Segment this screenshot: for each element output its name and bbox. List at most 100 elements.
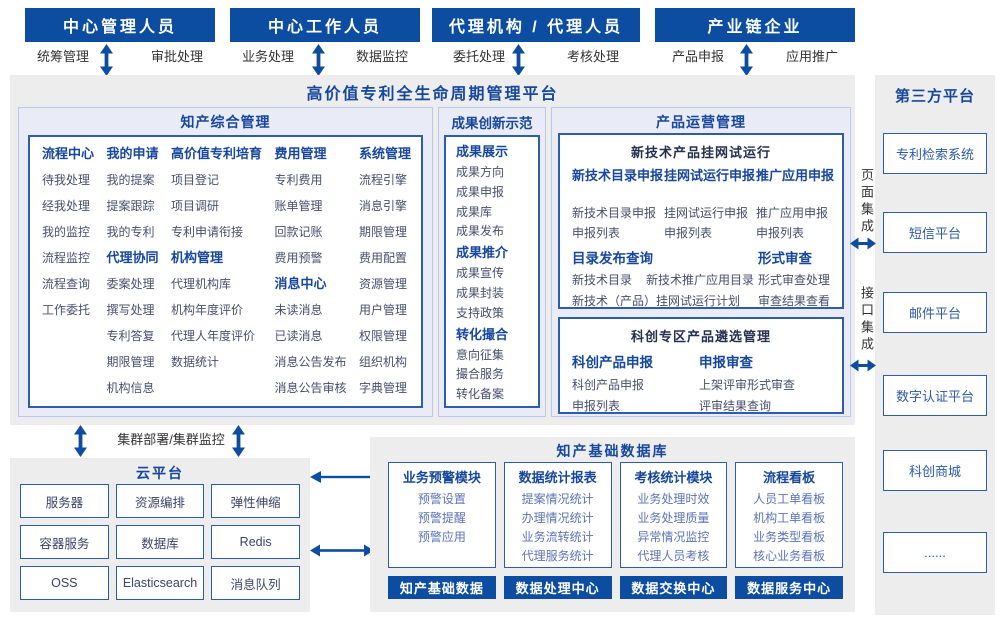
- horizontal-double-arrow-icon: [850, 237, 876, 250]
- role-sub-label: 审批处理: [151, 48, 204, 64]
- menu-item: 新技术目录申报: [572, 206, 657, 220]
- platform-panel: 高价值专利全生命周期管理平台 知产综合管理 流程中心 待我处理经我处理我的监控流…: [10, 75, 855, 425]
- ip-management-box: 流程中心 待我处理经我处理我的监控流程监控流程查询工作委托 我的申请 我的提案提…: [28, 135, 423, 408]
- po-column: 推广应用申报 推广应用申报申报列表: [756, 167, 852, 243]
- po-column: 挂网试运行申报 挂网试运行申报申报列表: [664, 167, 756, 243]
- panel-title: 云平台: [136, 465, 184, 481]
- group-header: 挂网试运行申报: [664, 168, 756, 183]
- menu-item: 流程引擎: [358, 173, 407, 187]
- vertical-double-arrow-icon: [74, 424, 87, 458]
- group-header: 消息中心: [274, 276, 327, 291]
- menu-item: 数据统计: [170, 355, 219, 369]
- group-header: 转化撮合: [456, 326, 509, 342]
- menu-item: 新技术（产品）挂网试运行计划: [572, 294, 741, 308]
- menu-item: 支持政策: [456, 305, 505, 320]
- menu-item: 机构信息: [106, 381, 155, 395]
- third-party-box: 科创商城: [883, 450, 987, 491]
- role-sub-label: 数据监控: [356, 48, 409, 64]
- menu-item: 预警设置: [417, 492, 466, 506]
- menu-item: 科创产品申报: [572, 378, 645, 392]
- ip-column: 系统管理 流程引擎消息引擎期限管理费用配置资源管理用户管理权限管理组织机构字典管…: [359, 141, 411, 406]
- box-title: 科创专区产品遴选管理: [630, 329, 771, 344]
- menu-item: 提案跟踪: [106, 199, 155, 213]
- menu-item: 成果库: [456, 204, 493, 219]
- catalog-query-group: 目录发布查询 新技术目录 新技术推广应用目录 新技术（产品）挂网试运行计划: [572, 247, 758, 312]
- menu-item: 费用预警: [274, 251, 323, 265]
- role-sub-label: 产品申报: [671, 48, 724, 64]
- menu-item: 消息引擎: [358, 199, 407, 213]
- menu-item: 流程监控: [42, 251, 91, 265]
- cloud-service-box: Elasticsearch: [115, 566, 205, 600]
- cloud-service-box: OSS: [20, 566, 109, 600]
- menu-item: 回款记账: [274, 225, 323, 239]
- role-bar: 中心管理人员: [25, 8, 215, 42]
- db-module: 流程看板 人员工单看板机构工单看板业务类型看板核心业务看板: [735, 462, 843, 568]
- menu-item: 审查结果查看: [757, 294, 830, 308]
- menu-item: 转化备案: [456, 387, 505, 402]
- menu-item: 委案处理: [106, 277, 155, 291]
- group-header: 数据统计报表: [518, 470, 597, 485]
- group-header: 业务预警模块: [402, 470, 481, 485]
- achievement-box: 成果展示 成果方向成果申报成果库成果发布 成果推介 成果宣传成果封装支持政策 转…: [444, 135, 540, 408]
- group-header: 形式审查: [757, 251, 812, 266]
- db-module: 数据统计报表 提案情况统计办理情况统计业务流转统计代理服务统计: [503, 462, 612, 568]
- ip-column: 高价值专利培育 项目登记项目调研专利申请衔接 机构管理 代理机构库机构年度评价代…: [171, 141, 262, 406]
- menu-item: 流程查询: [42, 277, 91, 291]
- trial-run-box: 新技术产品挂网试运行 新技术目录申报 新技术目录申报申报列表 挂网试运行申报 挂…: [558, 133, 844, 309]
- menu-item: 待我处理: [42, 173, 91, 187]
- group-header: 高价值专利培育: [170, 146, 262, 161]
- menu-item: 我的监控: [42, 225, 91, 239]
- ip-column: 流程中心 待我处理经我处理我的监控流程监控流程查询工作委托: [42, 141, 94, 406]
- cloud-service-box: 弹性伸缩: [211, 484, 300, 518]
- third-party-box: 短信平台: [883, 212, 987, 253]
- group-header: 申报审查: [699, 355, 753, 370]
- cloud-service-box: Redis: [211, 525, 300, 559]
- selection-box: 科创专区产品遴选管理 科创产品申报 科创产品申报申报列表 申报审查 上架评审形式…: [558, 317, 844, 414]
- menu-item: 预警提醒: [417, 511, 466, 525]
- menu-item: 撰写处理: [106, 303, 155, 317]
- role-sub-label: 委托处理: [452, 48, 505, 64]
- menu-item: 成果宣传: [456, 266, 505, 281]
- menu-item: 字典管理: [358, 381, 407, 395]
- data-center-bar: 知产基础数据: [388, 576, 496, 599]
- cloud-service-box: 资源编排: [115, 484, 205, 518]
- formal-review-group: 形式审查 形式审查处理审查结果查看: [758, 247, 830, 312]
- menu-item: 专利申请衔接: [170, 225, 243, 239]
- cloud-service-box: 消息队列: [211, 566, 300, 600]
- menu-item: 项目登记: [170, 173, 219, 187]
- third-party-box: 邮件平台: [883, 292, 987, 333]
- role-bar: 产业链企业: [655, 8, 855, 42]
- group-header: 科创产品申报: [572, 355, 653, 370]
- vertical-double-arrow-icon: [312, 44, 325, 76]
- api-integration-label: 接口集成: [859, 286, 874, 354]
- menu-item: 挂网试运行申报: [664, 206, 749, 220]
- menu-item: 办理情况统计: [521, 511, 594, 525]
- menu-item: 人员工单看板: [753, 492, 826, 506]
- menu-item: 资源管理: [358, 277, 407, 291]
- panel-title: 第三方平台: [894, 88, 975, 105]
- role-sub-label: 考核处理: [567, 48, 620, 64]
- menu-item: 业务流转统计: [521, 530, 594, 544]
- menu-item: 成果发布: [456, 224, 505, 239]
- menu-item: 专利答复: [106, 329, 155, 343]
- group-header: 系统管理: [358, 146, 411, 161]
- menu-item: 消息公告审核: [274, 381, 347, 395]
- menu-item: 代理服务统计: [521, 549, 594, 563]
- menu-item: 申报列表: [664, 226, 713, 240]
- third-party-box: 专利检索系统: [883, 133, 987, 174]
- menu-item: 核心业务看板: [753, 549, 826, 563]
- po-column: 申报审查 上架评审形式审查评审结果查询: [699, 351, 795, 417]
- db-module: 业务预警模块 预警设置预警提醒预警应用: [388, 462, 496, 568]
- vertical-double-arrow-icon: [232, 424, 245, 458]
- role-sub-label: 应用推广: [786, 48, 839, 64]
- group-header: 考核统计模块: [634, 470, 713, 485]
- po-column: 科创产品申报 科创产品申报申报列表: [572, 351, 653, 417]
- menu-item: 代理人员考核: [637, 549, 710, 563]
- menu-item: 成果封装: [456, 285, 505, 300]
- group-header: 流程中心: [42, 146, 95, 161]
- menu-item: 账单管理: [274, 199, 323, 213]
- role-sub-label: 统筹管理: [36, 48, 89, 64]
- menu-item: 业务处理质量: [637, 511, 710, 525]
- group-header: 代理协同: [106, 250, 159, 265]
- data-center-bar: 数据交换中心: [619, 576, 728, 599]
